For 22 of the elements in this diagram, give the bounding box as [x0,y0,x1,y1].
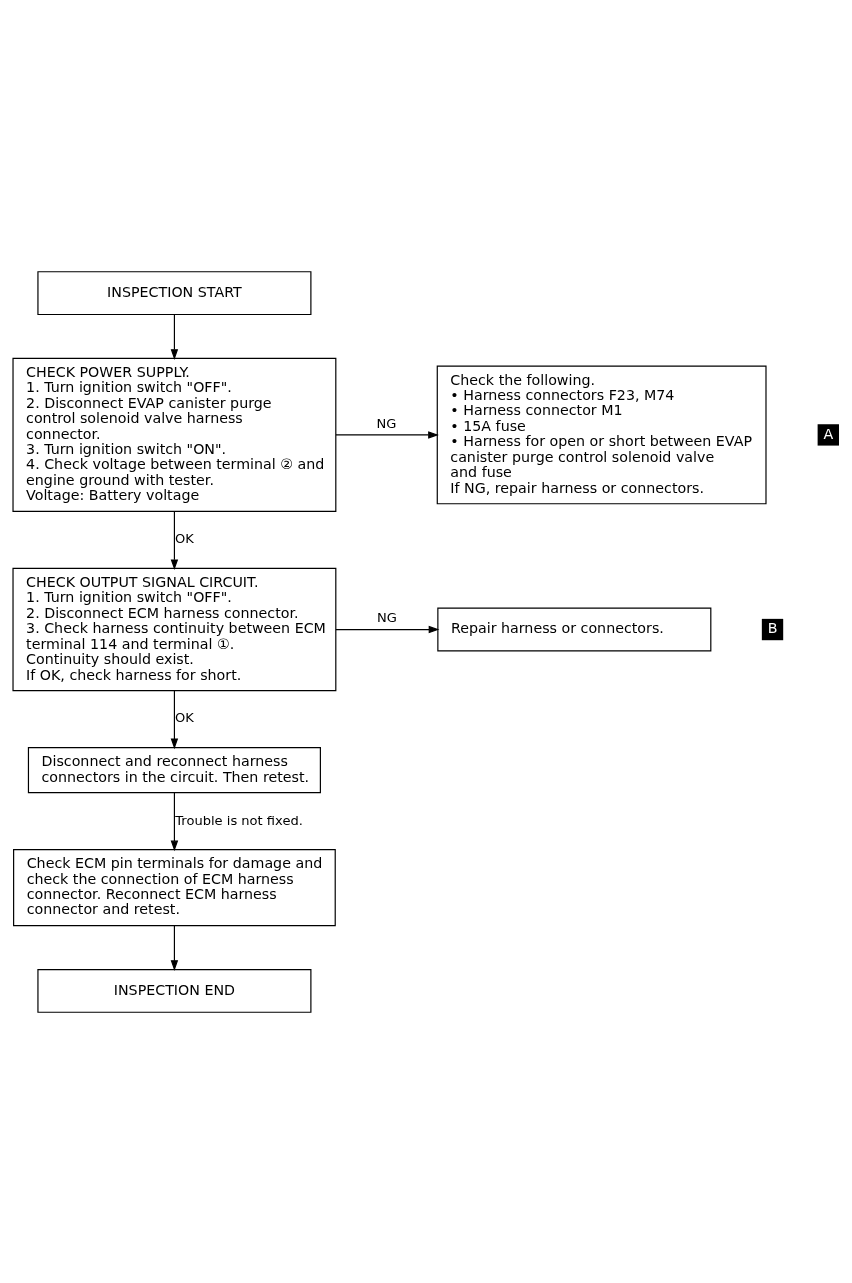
arrow [170,313,179,360]
edge-label: NG [376,609,397,625]
node-box: Check ECM pin terminals for damage and check the connection of ECM harness connector. Reconnect ECM harness connector and retest. [13,848,336,926]
node-box: Repair harness or connectors. [437,607,712,651]
edge-label: NG [376,415,397,431]
node-box: INSPECTION START [37,270,312,315]
edge-label: OK [175,709,194,725]
node-box: Disconnect and reconnect harness connectors in the circuit. Then retest. [27,746,321,793]
arrow [335,430,439,439]
edge-label: Trouble is not fixed. [175,812,303,828]
arrow [170,791,179,851]
edge-label: OK [175,530,194,546]
arrow [170,924,179,971]
label: B [767,619,778,636]
arrow [170,689,179,749]
node-box: INSPECTION END [37,968,312,1013]
arrow [335,625,440,633]
node-box: Check the following. • Harness connectors F23, M74 • Harness connector M1 • 15A fuse • Harness for open or short between EVAP canister purge control solenoid valve and fuse If NG, repair harness or connectors. [436,365,767,504]
label: A [823,425,834,442]
arrow [170,510,179,570]
node-box: CHECK OUTPUT SIGNAL CIRCUIT. 1. Turn ignition switch "OFF". 2. Disconnect ECM harness connector. 3. Check harness continuity between ECM terminal 114 and terminal ①. Continuity should exist. If OK, check harness for short. [12,567,337,691]
node-box: CHECK POWER SUPPLY. 1. Turn ignition switch "OFF". 2. Disconnect EVAP canister purge control solenoid valve harness connector. 3. Turn ignition switch "ON". 4. Check voltage between terminal ② and engine ground with tester. Voltage: Battery voltage [12,357,337,512]
